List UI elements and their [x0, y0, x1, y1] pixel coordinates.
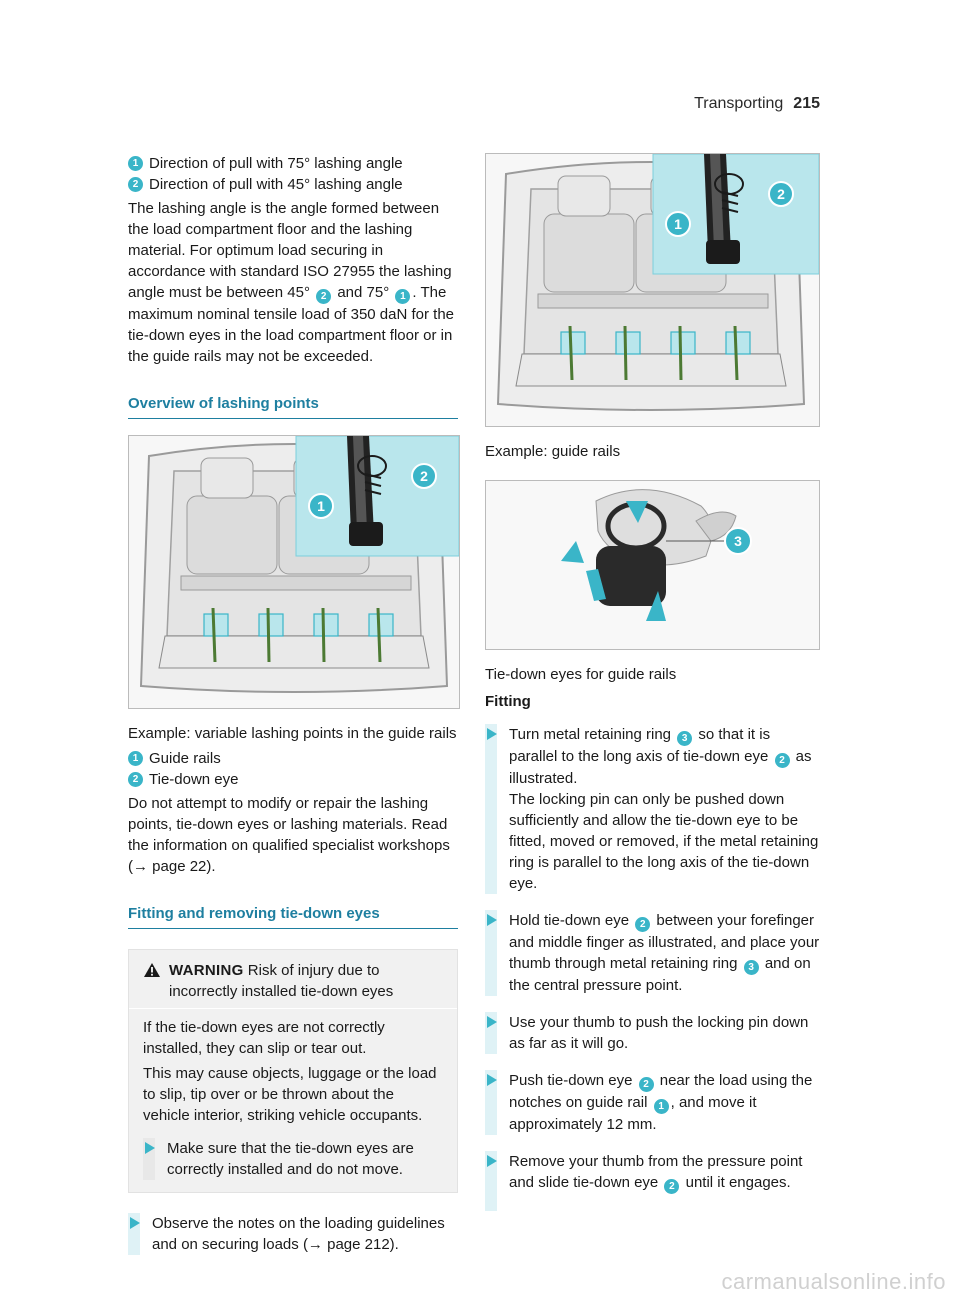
section-heading-lashing-points: Overview of lashing points	[128, 393, 458, 419]
guide-rail-markers	[203, 613, 394, 637]
figure-label-3: 3	[734, 533, 742, 549]
figure-caption: Tie-down eyes for guide rails	[485, 666, 677, 683]
warning-step: Make sure that the tie-down eyes are cor…	[143, 1138, 443, 1180]
legend-text: Direction of pull with 45° lashing angle	[149, 176, 403, 193]
left-column: 1 Direction of pull with 75° lashing ang…	[128, 153, 460, 1271]
step-arrow-icon	[487, 1016, 497, 1028]
step-arrow-icon	[487, 914, 497, 926]
lashing-points-figure: 1 2	[128, 435, 460, 709]
lashing-angle-paragraph: The lashing angle is the angle formed be…	[128, 200, 455, 365]
section-heading-tie-down: Fitting and removing tie-down eyes	[128, 903, 458, 929]
badge-3: 3	[743, 960, 759, 975]
figure-label-2: 2	[420, 468, 428, 484]
warning-subtitle: Risk of injury due to incorrectly instal…	[169, 962, 394, 1000]
legend-item: 2 Direction of pull with 45° lashing ang…	[128, 174, 458, 195]
step-arrow-icon	[130, 1217, 140, 1229]
right-column: 1 2 Example: guide rails 3 Tie-down eyes…	[485, 153, 820, 1227]
guide-rails-figure: 1 2	[485, 153, 820, 427]
badge-1: 1	[128, 751, 143, 766]
badge-3: 3	[677, 731, 693, 746]
legend-item: 2 Tie-down eye	[128, 769, 458, 790]
warning-body: If the tie-down eyes are not correctly i…	[129, 1009, 457, 1192]
fitting-step-4: Push tie-down eye 2 near the load using …	[485, 1070, 820, 1135]
figure-label-2: 2	[777, 186, 785, 202]
fitting-step-3: Use your thumb to push the locking pin d…	[485, 1012, 820, 1054]
legend-text: Guide rails	[149, 750, 221, 767]
warning-title: WARNING	[169, 962, 244, 979]
badge-2: 2	[774, 753, 790, 768]
figure-label-1: 1	[317, 498, 325, 514]
step-arrow-icon	[487, 728, 497, 740]
figure-caption: Example: guide rails	[485, 443, 621, 460]
modify-warning-paragraph: Do not attempt to modify or repair the l…	[128, 795, 450, 875]
badge-2: 2	[638, 1077, 654, 1092]
badge-1: 1	[653, 1099, 669, 1114]
figure-caption: Example: variable lashing points in the …	[128, 725, 457, 742]
tie-down-eye-figure: 3	[485, 480, 820, 650]
warning-triangle-icon	[144, 963, 160, 977]
figure-label-1: 1	[674, 216, 682, 232]
warning-header: WARNING Risk of injury due to incorrectl…	[129, 950, 457, 1009]
step-arrow-icon	[487, 1155, 497, 1167]
site-watermark: carmanualsonline.info	[721, 1269, 946, 1294]
guide-rails-illustration: 1 2	[486, 154, 819, 426]
badge-2: 2	[316, 289, 332, 304]
badge-1: 1	[128, 156, 143, 171]
step-arrow-icon	[487, 1074, 497, 1086]
badge-2: 2	[635, 917, 651, 932]
fitting-heading: Fitting	[485, 693, 531, 710]
badge-2: 2	[128, 177, 143, 192]
badge-1: 1	[395, 289, 411, 304]
step-arrow-icon	[145, 1142, 155, 1154]
page-header: Transporting 215	[694, 93, 820, 114]
section-title: Transporting	[694, 95, 784, 112]
fitting-step-5: Remove your thumb from the pressure poin…	[485, 1151, 820, 1211]
warning-box: WARNING Risk of injury due to incorrectl…	[128, 949, 458, 1193]
badge-2: 2	[128, 772, 143, 787]
fitting-step-1: Turn metal retaining ring 3 so that it i…	[485, 724, 820, 894]
legend-item: 1 Guide rails	[128, 748, 458, 769]
fitting-step-2: Hold tie-down eye 2 between your forefin…	[485, 910, 820, 996]
page-number: 215	[793, 95, 820, 112]
legend-text: Tie-down eye	[149, 771, 239, 788]
legend-item: 1 Direction of pull with 75° lashing ang…	[128, 153, 458, 174]
legend-text: Direction of pull with 75° lashing angle	[149, 155, 403, 172]
van-interior-illustration: 1 2	[129, 436, 459, 708]
badge-2: 2	[664, 1179, 680, 1194]
observe-step: Observe the notes on the loading guideli…	[128, 1213, 458, 1255]
tie-down-eye-illustration: 3	[486, 481, 819, 649]
